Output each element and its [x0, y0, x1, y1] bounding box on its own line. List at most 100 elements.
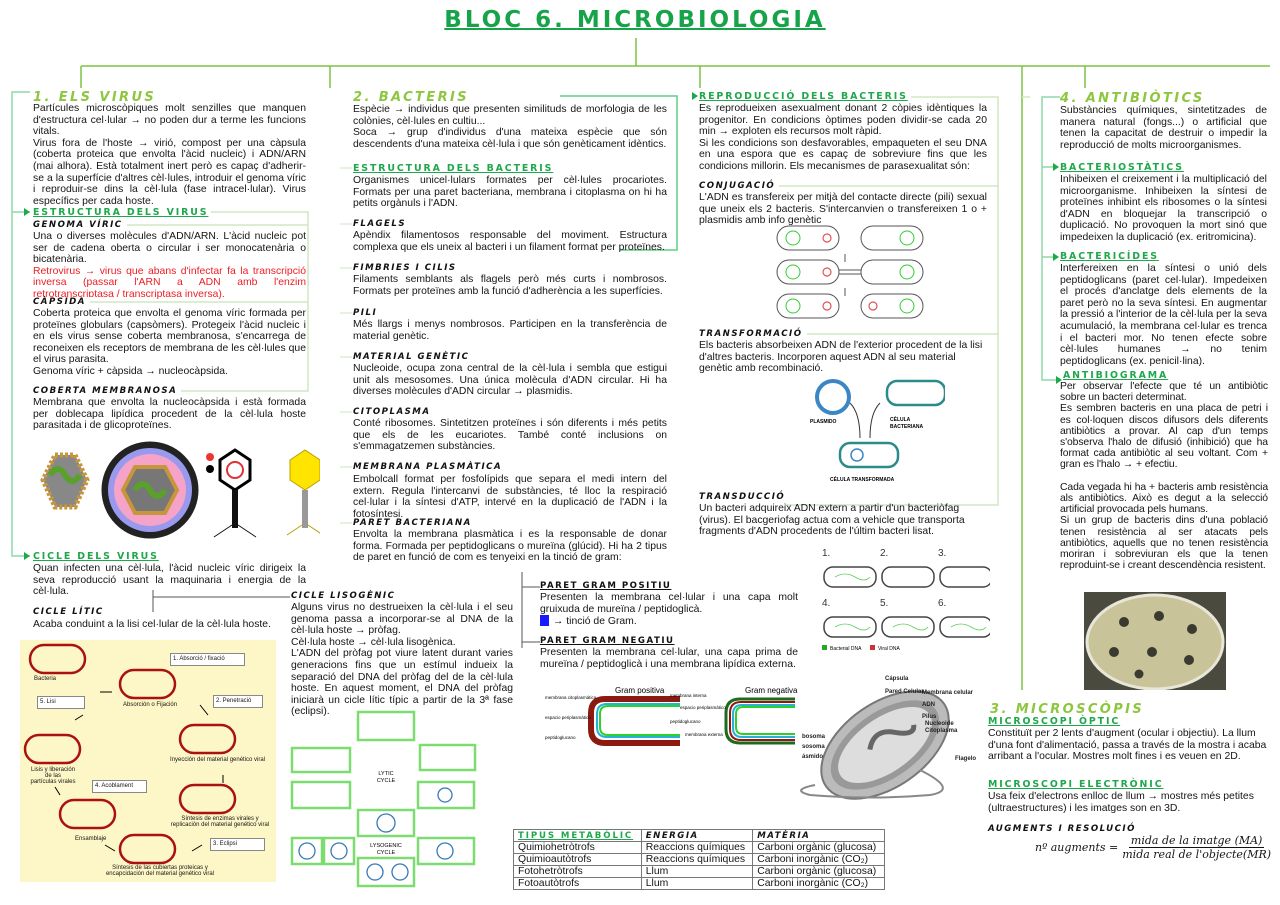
- bacteria-heading: 2. BACTERIS: [353, 90, 469, 105]
- virus-intro: Partícules microscòpiques molt senzilles…: [33, 103, 306, 207]
- legend-bacterial-dna: Bacterial DNA: [830, 646, 862, 652]
- cell-label-nucleoid: Nucleoide: [925, 721, 954, 727]
- lysis-line2: de las: [44, 773, 61, 779]
- cell-label-flagellum: Flagelo: [955, 756, 976, 762]
- optic-text: Constituït per 2 lents d'augment (ocular…: [988, 728, 1267, 763]
- magnification-formula: nº augments = mida de la imatge (MA) mid…: [1035, 834, 1271, 861]
- legend-viral-dna: Viral DNA: [878, 646, 901, 652]
- transformation-diagram: PLASMIDO CÉLULA BACTERIANA CÉLULA TRANSF…: [810, 379, 945, 483]
- bacteria-intro: Espècie → individus que presenten simili…: [353, 104, 667, 150]
- cell-label-capsule: Cápsula: [885, 676, 909, 682]
- antibiogram-heading: ANTIBIOGRAMA: [1063, 370, 1172, 381]
- cell: Llum: [640, 865, 754, 878]
- part-text-genetic: Nucleoide, ocupa zona central de la cèl·…: [353, 363, 667, 398]
- transduction-step-6: 6.: [938, 598, 946, 609]
- envelope-text: Membrana que envolta la nucleocàpsida i …: [33, 397, 306, 432]
- transduction-step-5: 5.: [880, 598, 888, 609]
- lysogenic-text: Alguns virus no destrueixen la cèl·lula …: [291, 602, 513, 718]
- bactericide-heading: BACTERICÍDES: [1060, 251, 1162, 262]
- lytic-step-4: 4. Acoblament: [92, 780, 147, 793]
- lytic-lysogenic-diagram: LYTIC CYCLE LYSOGENIC CYCLE: [290, 710, 477, 888]
- transduction-step-2: 2.: [880, 548, 888, 559]
- cell: Reaccions químiques: [640, 853, 754, 866]
- gram-pos-label-3: peptidoglucano: [545, 735, 576, 740]
- lysis-line3: partículas virales: [30, 779, 76, 785]
- resistance-p2: Si un grup de bacteris dins d'una poblac…: [1060, 515, 1268, 572]
- conjugation-diagram: [776, 225, 924, 319]
- bacteria-structure-heading: ESTRUCTURA DELS BACTERIS: [353, 163, 557, 174]
- cell: Quimioautòtrofs: [513, 853, 642, 866]
- transduction-heading: TRANSDUCCIÓ: [699, 492, 790, 502]
- gram-negative-heading: PARET GRAM NEGATIU: [540, 636, 679, 646]
- bacteria-intro-p1: Espècie → individus que presenten simili…: [353, 104, 667, 127]
- cell: Carboni inorgànic (CO₂): [752, 853, 885, 866]
- part-heading-fimbries: FIMBRIES I CILIS: [353, 263, 461, 273]
- bactericide-text: Interfereixen en la síntesi o unió dels …: [1060, 263, 1268, 367]
- gram-neg-label-4: membrana externa: [685, 732, 723, 737]
- gram-neg-label-1: membrana interna: [670, 693, 707, 698]
- lytic-cycle-label-a: LYTIC: [378, 771, 393, 777]
- synth2-line2: encapcidación del material genético vira…: [105, 871, 215, 877]
- col-header-energy: ENERGIA: [640, 829, 754, 842]
- lytic-heading: CICLE LÍTIC: [33, 607, 108, 617]
- part-heading-pili: PILI: [353, 308, 382, 318]
- antibiogram-text: Per observar l'efecte que té un antibiòt…: [1060, 381, 1268, 571]
- transduction-step-4: 4.: [822, 598, 830, 609]
- gram-positive-heading: PARET GRAM POSITIU: [540, 581, 676, 591]
- bacteriostatic-heading: BACTERIOSTÀTICS: [1060, 162, 1187, 173]
- part-text-pili: Més llargs i menys nombrosos. Participen…: [353, 319, 667, 342]
- virus-intro-p1: Partícules microscòpiques molt senzilles…: [33, 103, 306, 138]
- bacterial-cell-diagram: Cápsula Pared Celular Membrana celular A…: [800, 676, 976, 800]
- cell: Fotohetròtrofs: [513, 865, 642, 878]
- virus-structure-illustration: [40, 441, 320, 539]
- synth1-line2: replicación del material genético viral: [170, 822, 270, 828]
- part-text-flagels: Apèndix filamentosos responsable del mov…: [353, 230, 667, 253]
- bacteriostatic-text: Inhibeixen el creixement i la multiplica…: [1060, 174, 1267, 243]
- lysogenic-cycle-label-b: CYCLE: [377, 850, 396, 856]
- gram-wall-diagram: Gram positiva Gram negativa membrana cit…: [545, 686, 798, 746]
- retrovirus-paragraph: Retrovirus → virus que abans d'infectar …: [33, 265, 306, 300]
- antibiogram-p2: Es sembren bacteris en una placa de petr…: [1060, 403, 1268, 471]
- part-heading-cytoplasm: CITOPLASMA: [353, 407, 435, 417]
- gram-pos-label-2: espacio periplasmático: [545, 715, 591, 720]
- virus-cycle-heading: CICLE DELS VIRUS: [33, 551, 162, 562]
- gram-stain-swatch: [540, 615, 549, 627]
- lytic-text: Acaba conduint a la lisi cel·lular de la…: [33, 619, 271, 630]
- antibiotics-intro: Substàncies químiques, sintetitzades de …: [1060, 105, 1267, 151]
- lytic-label-inject: Inyección del material genético viral: [170, 757, 266, 763]
- microscopes-heading: 3. MICROSCÒPIS: [990, 702, 1145, 717]
- lysogenic-p3: L'ADN del pròfag pot viure latent durant…: [291, 648, 513, 718]
- gram-neg-label-3: peptidoglucano: [670, 719, 701, 724]
- antibiogram-p1: Per observar l'efecte que té un antibiòt…: [1060, 381, 1268, 404]
- capsid-text: Coberta proteica que envolta el genoma v…: [33, 308, 306, 378]
- formula-fraction: mida de la imatge (MA) mida real de l'ob…: [1122, 834, 1271, 861]
- page-title: BLOC 6. MICROBIOLOGIA: [444, 7, 826, 33]
- cell-label-wall: Pared Celular: [885, 689, 924, 695]
- lytic-label-assembly: Ensamblaje: [75, 836, 107, 842]
- transformation-label-result: CÉLULA TRANSFORMADA: [830, 475, 895, 483]
- part-heading-flagels: FLAGELS: [353, 219, 411, 229]
- part-text-cytoplasm: Conté ribosomes. Sintetitzen proteïnes i…: [353, 418, 667, 453]
- part-heading-genetic: MATERIAL GENÈTIC: [353, 352, 474, 362]
- formula-denominator: mida real de l'objecte(MR): [1122, 848, 1272, 861]
- envelope-heading: COBERTA MEMBRANOSA: [33, 386, 182, 396]
- reproduction-heading: REPRODUCCIÓ DELS BACTERIS: [699, 91, 911, 102]
- reproduction-p1: Es reprodueixen asexualment donant 2 còp…: [699, 103, 987, 138]
- gram-positive-title: Gram positiva: [615, 686, 665, 695]
- lytic-step-2: 2. Penetració: [213, 695, 263, 708]
- gram-positive-paragraph: Presenten la membrana cel·lular i una ca…: [540, 592, 798, 615]
- cell: Carboni inorgànic (CO₂): [752, 877, 885, 890]
- col-header-matter: MATÈRIA: [752, 829, 885, 842]
- gram-stain-text: → tinció de Gram.: [553, 616, 637, 628]
- conjugation-text: L'ADN es transfereix per mitjà del conta…: [699, 192, 987, 227]
- capsid-paragraph: Coberta proteica que envolta el genoma v…: [33, 308, 306, 366]
- col-header-type: TIPUS METABÒLIC: [513, 829, 642, 842]
- conjugation-heading: CONJUGACIÓ: [699, 181, 780, 191]
- virus-structure-heading: ESTRUCTURA DELS VIRUS: [33, 207, 212, 218]
- gram-negative-title: Gram negativa: [745, 686, 798, 695]
